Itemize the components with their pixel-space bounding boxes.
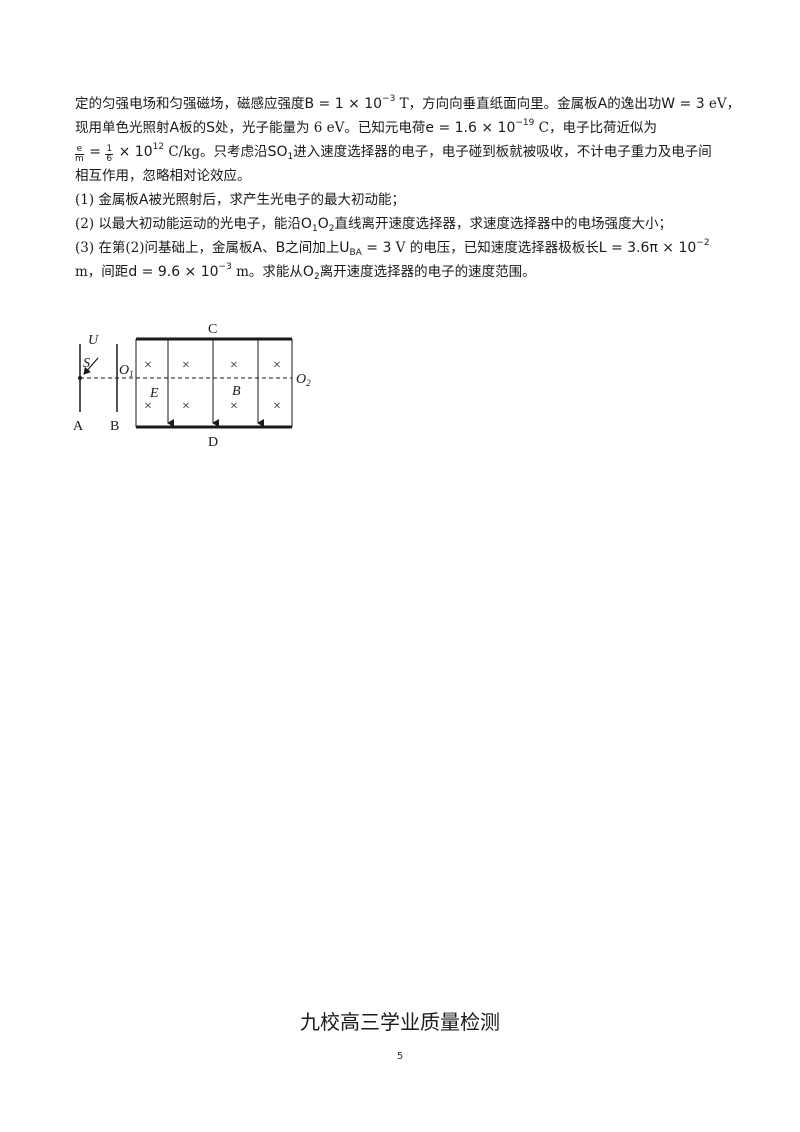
problem-line-2: 现用单色光照射A板的S处，光子能量为 6 eV。已知元电荷e = 1.6 × 1…: [75, 116, 735, 140]
text-fragment: 、: [262, 240, 276, 256]
label-o2: O2: [296, 372, 311, 388]
text-fragment: eV，: [704, 96, 741, 112]
point-s-symbol: S: [206, 120, 215, 136]
b-field-cross: ×: [182, 358, 190, 373]
text-fragment: (1) 金属板: [75, 192, 139, 208]
label-plate-a: A: [73, 419, 84, 434]
o2-symbol: O2: [302, 264, 320, 282]
plate-a-symbol: A: [138, 192, 149, 208]
label-u: U: [88, 333, 99, 348]
b-field-cross: ×: [273, 358, 281, 373]
plate-length-value: L = 3.6π × 10−2: [598, 238, 710, 257]
label-e: E: [149, 386, 159, 401]
text-fragment: 进入速度选择器的电子，电子碰到板就被吸收，不计电子重力及电子间: [293, 144, 712, 160]
text-fragment: C，电子比荷近似为: [534, 120, 657, 136]
equals-sign: =: [84, 144, 106, 160]
elementary-charge-value: e = 1.6 × 10−19: [425, 118, 535, 137]
plate-a-symbol: A: [597, 96, 608, 112]
point-s: [78, 376, 82, 380]
text-fragment: T，方向向垂直纸面向里。金属板: [395, 96, 598, 112]
footer-title: 九校高三学业质量检测: [300, 1010, 500, 1034]
text-fragment: m，间距: [75, 264, 129, 280]
question-2: (2) 以最大初动能运动的光电子，能沿O1O2直线离开速度选择器，求速度选择器中…: [75, 212, 735, 236]
plate-b-symbol: B: [275, 240, 286, 256]
so1-symbol: SO1: [267, 144, 294, 162]
problem-line-4: 相互作用，忽略相对论效应。: [75, 168, 251, 184]
o1o2-symbol: O1O2: [300, 216, 335, 234]
label-d: D: [208, 435, 218, 450]
b-field-cross: ×: [230, 358, 238, 373]
label-plate-b: B: [110, 419, 119, 434]
plate-a-symbol: A: [252, 240, 263, 256]
text-fragment: C/kg。只考虑沿: [164, 144, 268, 160]
text-fragment: (2) 以最大初动能运动的光电子，能沿: [75, 216, 301, 232]
b-field-cross: ×: [144, 358, 152, 373]
text-fragment: 被光照射后，求产生光电子的最大初动能；: [148, 192, 406, 208]
text-fragment: 之间加上: [285, 240, 340, 256]
b-field-cross: ×: [273, 399, 281, 414]
work-function-value: W = 3: [661, 96, 705, 112]
text-fragment: 直线离开速度选择器，求速度选择器中的电场强度大小；: [334, 216, 672, 232]
question-3-line-2: m，间距d = 9.6 × 10−3 m。求能从O2离开速度选择器的电子的速度范…: [75, 260, 735, 284]
text-fragment: 处，光子能量为 6 eV。已知元电荷: [214, 120, 426, 136]
incident-light-arrow: [83, 357, 99, 375]
b-field-cross: ×: [144, 399, 152, 414]
problem-line-1: 定的匀强电场和匀强磁场，磁感应强度B = 1 × 10−3 T，方向向垂直纸面向…: [75, 92, 740, 116]
text-fragment: (3) 在第(2)问基础上，金属板: [75, 240, 253, 256]
question-1: (1) 金属板A被光照射后，求产生光电子的最大初动能；: [75, 188, 735, 212]
plate-gap-value: d = 9.6 × 10−3: [128, 262, 232, 281]
charge-mass-value: × 1012: [114, 142, 165, 161]
text-fragment: 板的: [179, 120, 207, 136]
label-c: C: [208, 322, 217, 337]
label-s: S: [83, 356, 90, 371]
question-3-line-1: (3) 在第(2)问基础上，金属板A、B之间加上UBA = 3 V 的电压，已知…: [75, 236, 735, 260]
b-field-cross: ×: [182, 399, 190, 414]
label-b-field: B: [232, 384, 241, 399]
voltage-value: UBA = 3: [339, 240, 392, 258]
text-fragment: V 的电压，已知速度选择器极板长: [391, 240, 599, 256]
magnetic-field-value: B = 1 × 10−3: [304, 94, 396, 113]
text-fragment: 定的匀强电场和匀强磁场，磁感应强度: [75, 96, 305, 112]
text-fragment: 的逸出功: [607, 96, 662, 112]
problem-text: 定的匀强电场和匀强磁场，磁感应强度B = 1 × 10−3 T，方向向垂直纸面向…: [75, 92, 740, 284]
label-o1: O1: [119, 363, 134, 379]
plate-a-symbol: A: [169, 120, 180, 136]
b-field-cross: ×: [230, 399, 238, 414]
page-number: 5: [396, 1051, 404, 1062]
text-fragment: 现用单色光照射: [75, 120, 170, 136]
text-fragment: m。求能从: [231, 264, 303, 280]
text-fragment: 离开速度选择器的电子的速度范围。: [319, 264, 536, 280]
velocity-selector-diagram: × × × × × × × × U S O1 O2 C D E B A B: [70, 322, 320, 452]
